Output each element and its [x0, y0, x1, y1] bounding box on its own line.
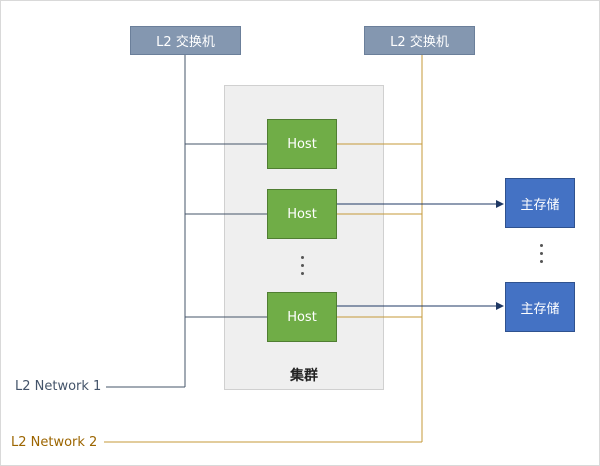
storage-ellipsis — [540, 244, 544, 263]
network-2-lines — [104, 55, 423, 443]
host-node-3: Host — [267, 292, 337, 342]
l2-switch-2: L2 交换机 — [364, 26, 475, 55]
l2-network-2-label: L2 Network 2 — [11, 435, 98, 450]
host-ellipsis — [301, 256, 305, 275]
primary-storage-2: 主存储 — [505, 282, 575, 332]
host-node-1: Host — [267, 119, 337, 169]
storage-arrows — [337, 200, 504, 310]
network-1-lines — [106, 55, 267, 388]
l2-network-1-label: L2 Network 1 — [15, 379, 102, 394]
primary-storage-1: 主存储 — [505, 178, 575, 228]
cluster-label: 集群 — [290, 368, 318, 384]
host-node-2: Host — [267, 189, 337, 239]
l2-switch-1: L2 交换机 — [130, 26, 241, 55]
